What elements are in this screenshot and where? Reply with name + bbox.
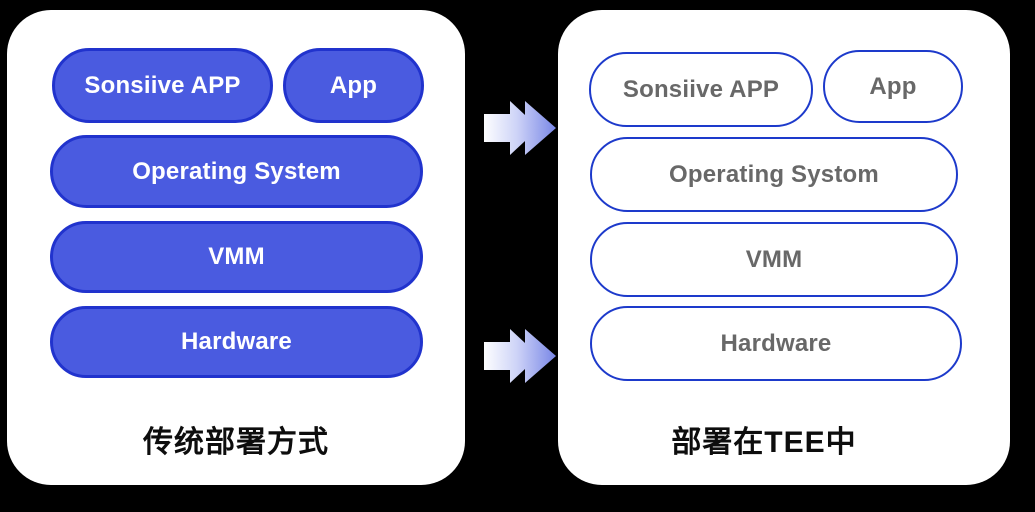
tee-deployment-panel: Sonsiive APP App Operating Systom VMM Ha…: [558, 10, 1010, 485]
right-double-arrow-icon: [484, 329, 556, 383]
pill-sonsiive-app-traditional: Sonsiive APP: [52, 48, 273, 123]
tee-deployment-caption: 部署在TEE中: [671, 426, 857, 459]
pill-sonsiive-app-tee: Sonsiive APP: [589, 52, 813, 127]
traditional-deployment-caption: 传统部署方式: [143, 426, 329, 459]
pill-app-tee: App: [823, 50, 963, 123]
pill-label: Sonsiive APP: [622, 75, 780, 103]
pill-label: VMM: [208, 243, 265, 270]
pill-label: App: [869, 72, 917, 100]
traditional-deployment-panel: Sonsiive APP App Operating System VMM Ha…: [7, 10, 465, 485]
pill-label: Operating Systom: [669, 160, 879, 188]
right-double-arrow-icon: [484, 101, 556, 155]
pill-hardware-tee: Hardware: [590, 306, 962, 381]
pill-label: Operating System: [132, 157, 341, 185]
pill-label: Sonsiive APP: [84, 71, 241, 99]
pill-label: VMM: [745, 245, 803, 273]
pill-vmm-traditional: VMM: [50, 221, 423, 293]
pill-label: Hardware: [181, 328, 292, 355]
pill-app-traditional: App: [283, 48, 424, 123]
pill-label: App: [329, 71, 378, 99]
pill-operating-system-tee: Operating Systom: [590, 137, 958, 212]
pill-vmm-tee: VMM: [590, 222, 958, 297]
pill-label: Hardware: [720, 329, 832, 357]
pill-hardware-traditional: Hardware: [50, 306, 423, 378]
pill-operating-system-traditional: Operating System: [50, 135, 423, 208]
